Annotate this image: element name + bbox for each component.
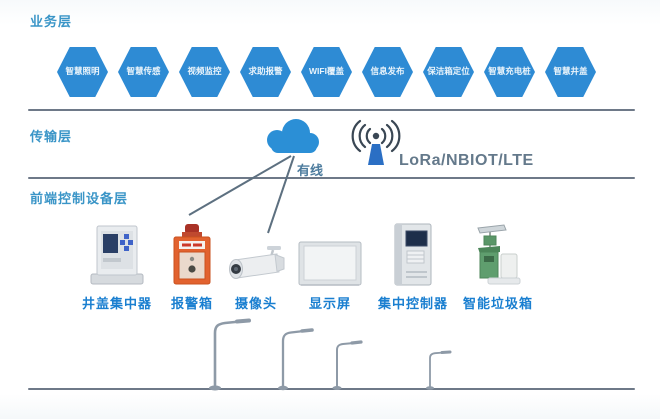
hexagon-smart-charging: 智慧充电桩 <box>484 47 535 97</box>
street-light-icon <box>209 318 452 391</box>
device-label: 显示屏 <box>308 296 351 311</box>
manhole-concentrator-icon <box>89 220 145 288</box>
frontend-layer-label: 前端控制设备层 <box>30 191 129 206</box>
street-light-4 <box>426 350 452 390</box>
device-smart-trash-bin: 智能垃圾箱 <box>453 220 543 312</box>
device-label: 集中控制器 <box>377 296 448 311</box>
device-central-controller: 集中控制器 <box>368 220 458 312</box>
street-light-2 <box>278 328 314 391</box>
device-camera: 摄像头 <box>211 220 301 312</box>
device-label: 报警箱 <box>170 296 213 311</box>
device-manhole-concentrator: 井盖集中器 <box>72 220 162 312</box>
hexagon-info-publishing: 信息发布 <box>362 47 413 97</box>
hexagon-smart-sensing: 智慧传感 <box>118 47 169 97</box>
alarm-box-icon <box>170 220 214 288</box>
street-light-3 <box>332 340 363 390</box>
business-layer-label: 业务层 <box>30 14 73 29</box>
wired-link-label: 有线 <box>297 163 324 178</box>
business-services-row: 智慧照明 智慧传感 视频监控 求助报警 WIFI覆盖 信息发布 保洁箱定位 智慧… <box>57 47 596 97</box>
display-screen-icon <box>297 220 363 288</box>
hexagon-video-surveillance: 视频监控 <box>179 47 230 97</box>
wireless-antenna-icon <box>351 119 401 165</box>
smart-trash-bin-icon <box>470 220 526 288</box>
separator-transport-frontend <box>28 177 635 179</box>
ground-line <box>28 388 635 390</box>
hexagon-cleaning-box-location: 保洁箱定位 <box>423 47 474 97</box>
hexagon-smart-manhole: 智慧井盖 <box>545 47 596 97</box>
street-light-1 <box>209 318 251 391</box>
device-label: 智能垃圾箱 <box>462 296 533 311</box>
hexagon-smart-lighting: 智慧照明 <box>57 47 108 97</box>
hexagon-help-alarm: 求助报警 <box>240 47 291 97</box>
hexagon-wifi-coverage: WIFI覆盖 <box>301 47 352 97</box>
separator-business-transport <box>28 109 635 111</box>
device-label: 井盖集中器 <box>81 296 152 311</box>
camera-icon <box>225 220 287 288</box>
device-display-screen: 显示屏 <box>285 220 375 312</box>
wireless-protocols-label: LoRa/NBIOT/LTE <box>399 152 534 169</box>
transport-layer-label: 传输层 <box>30 129 73 144</box>
device-alarm-box: 报警箱 <box>147 220 237 312</box>
central-controller-icon <box>391 220 435 288</box>
cloud-icon <box>267 119 319 153</box>
device-label: 摄像头 <box>234 296 277 311</box>
